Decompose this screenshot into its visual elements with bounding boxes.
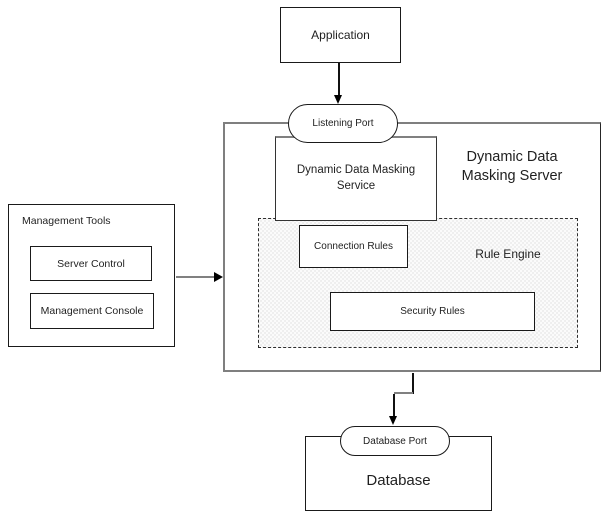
management-to-server-line bbox=[176, 276, 216, 278]
management-tools-label: Management Tools bbox=[22, 215, 111, 227]
application-node: Application bbox=[280, 7, 401, 63]
database-port-node: Database Port bbox=[340, 426, 450, 456]
server-title: Dynamic Data Masking Server bbox=[461, 149, 563, 184]
database-arrowhead-down-icon bbox=[389, 416, 397, 425]
application-arrowhead-down-icon bbox=[334, 95, 342, 104]
server-control-node: Server Control bbox=[30, 246, 152, 281]
server-to-database-line-segment1 bbox=[412, 373, 414, 394]
management-arrowhead-right-icon bbox=[214, 272, 223, 282]
security-rules-node: Security Rules bbox=[330, 292, 535, 331]
server-to-database-line-segment2 bbox=[393, 394, 395, 418]
server-to-database-line-jog bbox=[394, 392, 413, 394]
application-to-listening-port-line bbox=[338, 63, 340, 96]
dynamic-data-masking-service-node: Dynamic Data Masking Service bbox=[275, 136, 437, 221]
connection-rules-node: Connection Rules bbox=[299, 225, 408, 268]
application-label: Application bbox=[311, 28, 370, 42]
listening-port-node: Listening Port bbox=[288, 104, 398, 143]
service-label: Dynamic Data Masking Service bbox=[296, 164, 416, 192]
database-node: Database bbox=[305, 436, 492, 511]
rule-engine-label: Rule Engine bbox=[475, 247, 541, 261]
management-console-node: Management Console bbox=[30, 293, 154, 329]
